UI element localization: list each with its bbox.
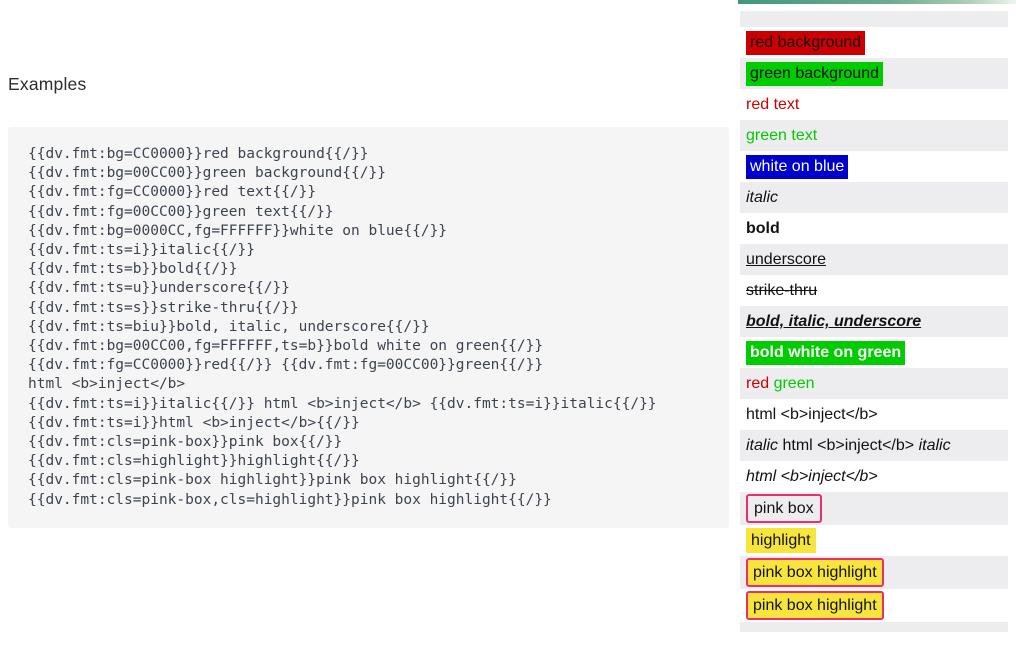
preview-text: html <b>inject</b> [746,468,878,485]
preview-row: pink box [740,492,1008,525]
preview-text: green text [746,127,818,144]
preview-text: red [746,375,770,392]
preview-row-spacer-bottom [740,622,1008,632]
code-content: {{dv.fmt:bg=CC0000}}red background{{/}} … [28,146,657,508]
preview-text: red background [746,30,866,55]
preview-text: bold, italic, underscore [746,313,922,330]
preview-row: pink box highlight [740,556,1008,589]
preview-text: highlight [751,532,811,549]
preview-row: red green [740,368,1008,399]
preview-text: italic [746,189,779,206]
preview-box-highlight: highlight [746,528,816,553]
preview-row: red background [740,27,1008,58]
preview-text: strike-thru [746,282,818,299]
preview-row: html <b>inject</b> [740,461,1008,492]
preview-row: underscore [740,244,1008,275]
preview-box-pink-box: pink box [746,494,822,523]
preview-text: italic [918,437,951,454]
preview-row: italic html <b>inject</b> italic [740,430,1008,461]
code-block: {{dv.fmt:bg=CC0000}}red background{{/}} … [8,127,729,528]
preview-text: green background [746,61,883,86]
preview-text: white on blue [746,154,849,179]
preview-text: underscore [746,251,827,268]
preview-text: bold white on green [746,340,906,365]
panel-top-accent-bar [738,0,1016,4]
preview-row: strike-thru [740,275,1008,306]
preview-row-spacer-top [740,11,1008,27]
preview-row: bold white on green [740,337,1008,368]
preview-text: pink box [754,500,814,517]
preview-row: green text [740,120,1008,151]
preview-text: html <b>inject</b> [778,437,919,454]
preview-row: html <b>inject</b> [740,399,1008,430]
preview-panel: red background green background red text gr… [738,0,1016,648]
preview-text: bold [746,220,780,237]
examples-section: Examples {{dv.fmt:bg=CC0000}}red backgro… [8,74,729,528]
preview-row: white on blue [740,151,1008,182]
preview-row: highlight [740,525,1008,556]
preview-row: pink box highlight [740,589,1008,622]
preview-text: pink box highlight [753,597,877,614]
preview-row: red text [740,89,1008,120]
preview-row: bold [740,213,1008,244]
preview-text: red text [746,96,800,113]
preview-box-pink-box-highlight: pink box highlight [746,591,884,620]
preview-text: html <b>inject</b> [746,406,878,423]
preview-rows: red background green background red text gr… [740,11,1008,632]
preview-text: italic [746,437,779,454]
section-heading: Examples [8,74,87,94]
preview-row: bold, italic, underscore [740,306,1008,337]
preview-row: green background [740,58,1008,89]
preview-text: pink box highlight [753,564,877,581]
preview-row: italic [740,182,1008,213]
preview-text: green [773,375,815,392]
preview-box-pink-box-highlight: pink box highlight [746,558,884,587]
